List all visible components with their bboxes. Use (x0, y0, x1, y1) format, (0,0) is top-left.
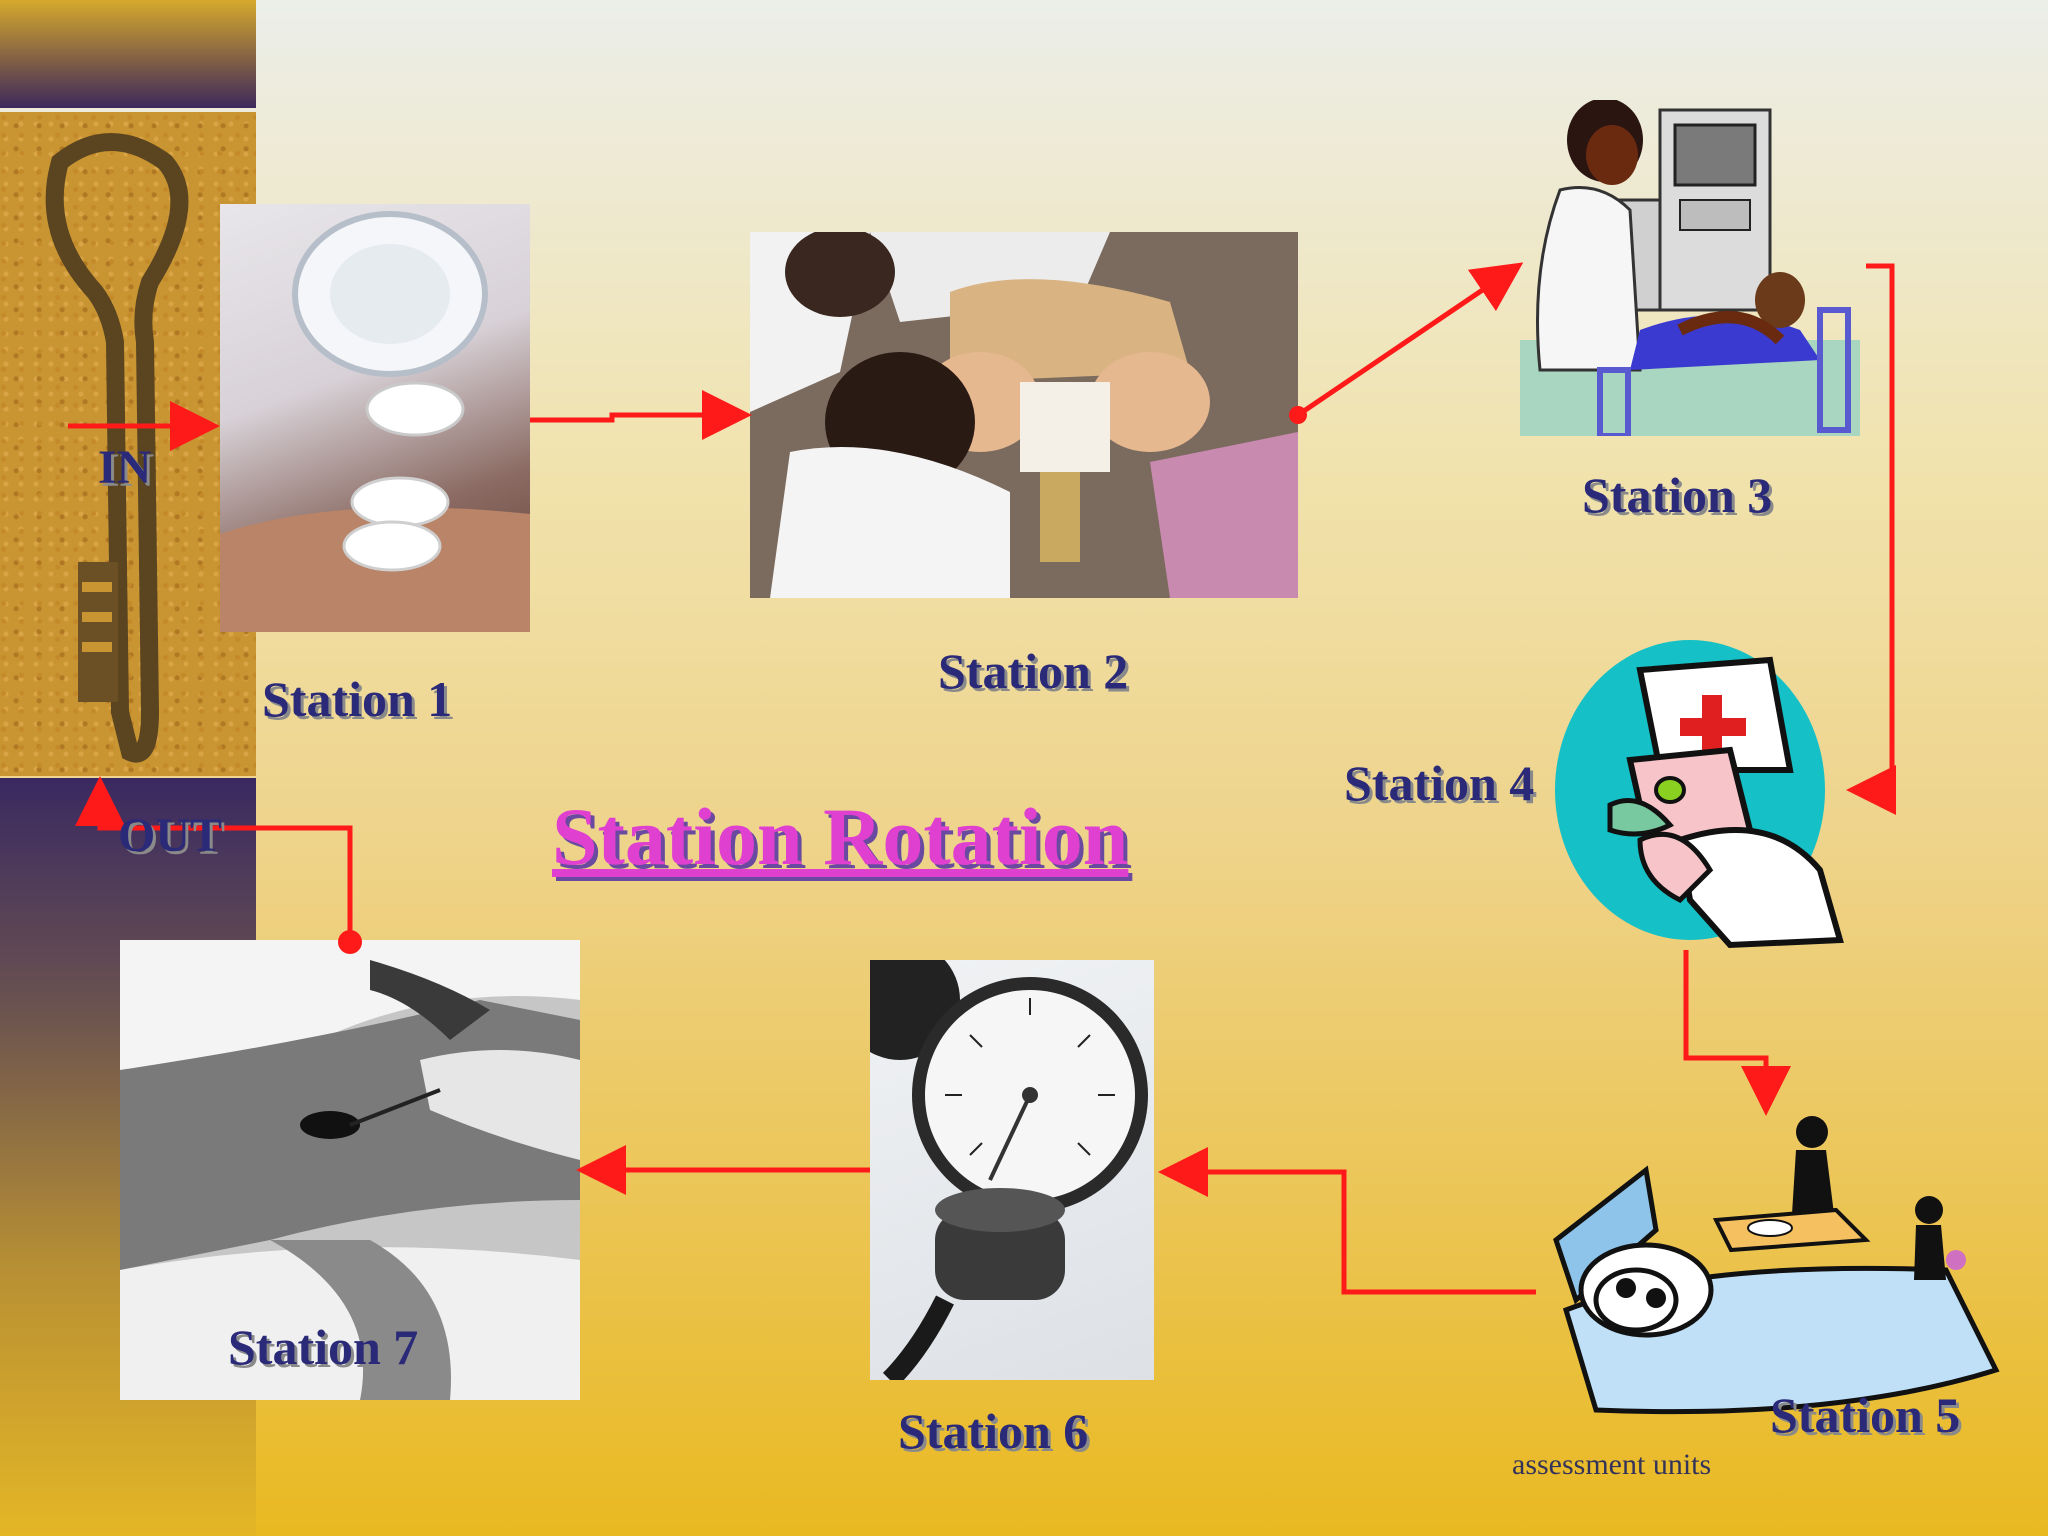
out-label: OUT (118, 809, 223, 862)
footnote: assessment units (1512, 1448, 1712, 1481)
arrow-3-to-4 (1846, 263, 1896, 815)
arrow-4-to-5 (1683, 950, 1791, 1116)
station-1-photo (220, 204, 530, 632)
station-7-label: Station 7 (228, 1319, 419, 1375)
station-6-label: Station 6 (898, 1403, 1089, 1459)
key-icon (45, 133, 189, 763)
station-7-photo (120, 940, 580, 1400)
station-1-label: Station 1 (262, 671, 453, 727)
station-5-label: Station 5 (1770, 1387, 1961, 1443)
arrow-2-to-3 (1296, 262, 1524, 418)
station-3-image (1520, 100, 1860, 436)
station-2-photo (750, 232, 1298, 598)
in-label: IN (98, 441, 152, 494)
station-6-photo (870, 960, 1154, 1380)
station-4-label: Station 4 (1344, 755, 1535, 811)
page-title: Station Rotation (552, 791, 1129, 882)
sidebar-gradient-top (0, 0, 256, 108)
station-4-image (1520, 640, 1860, 950)
arrow-1-to-2 (530, 390, 752, 440)
station-2-label: Station 2 (938, 643, 1129, 699)
station-3-label: Station 3 (1582, 467, 1773, 523)
arrow-5-to-6 (1158, 1147, 1536, 1295)
arrow-out (75, 776, 353, 940)
station-5-image (1536, 1110, 2002, 1456)
